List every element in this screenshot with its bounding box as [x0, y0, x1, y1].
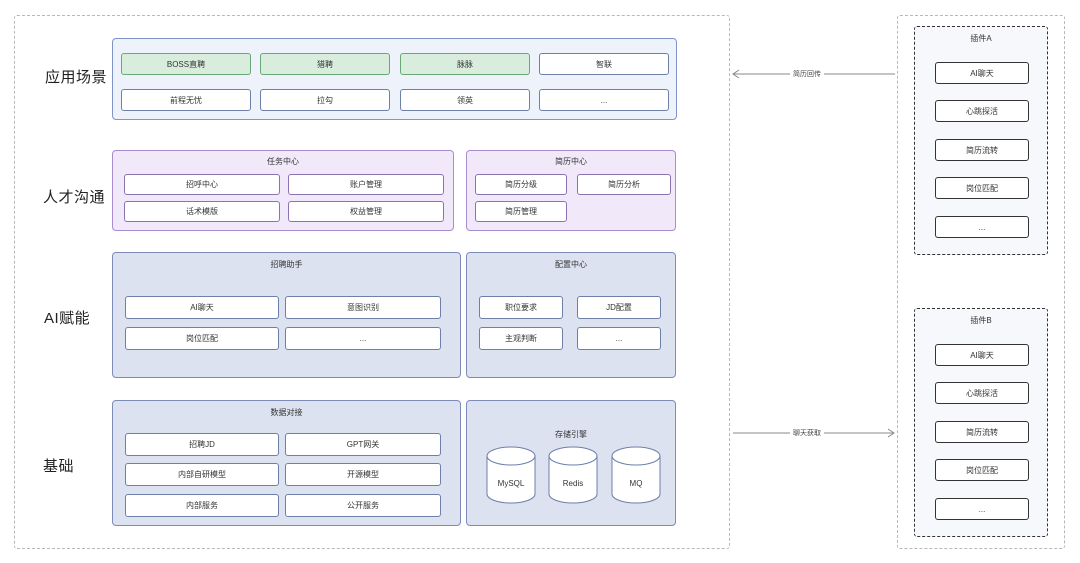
storage-label-redis: Redis [563, 479, 583, 488]
scene-item[interactable]: 领英 [400, 89, 530, 111]
plugin-a-item[interactable]: AI聊天 [935, 62, 1029, 84]
row-label-scene: 应用场景 [45, 69, 108, 86]
resume-center-panel: 简历中心 简历分级 简历分析 简历管理 [466, 150, 676, 231]
architecture-container [14, 15, 730, 549]
storage-title: 存储引擎 [555, 430, 587, 439]
storage-label-mq: MQ [630, 479, 643, 488]
plugin-a-item[interactable]: 心跳探活 [935, 100, 1029, 122]
data-dock-panel: 数据对接 招聘JD GPT网关 内部自研模型 开源模型 内部服务 公开服务 [112, 400, 461, 526]
data-dock-title: 数据对接 [270, 408, 303, 417]
config-center-panel: 配置中心 职位要求 JD配置 主观判断 ... [466, 252, 676, 378]
data-dock-item[interactable]: 招聘JD [125, 433, 279, 456]
plugin-a-title: 插件A [970, 34, 992, 43]
resume-center-item[interactable]: 简历管理 [475, 201, 567, 222]
arrow-label-resume-back: 简历回传 [790, 69, 824, 79]
resume-center-item[interactable]: 简历分析 [577, 174, 671, 195]
data-dock-item[interactable]: GPT网关 [285, 433, 441, 456]
recruit-assistant-item[interactable]: 岗位匹配 [125, 327, 279, 350]
plugin-b-panel: 插件B AI聊天 心跳探活 简历流转 岗位匹配 ... [914, 308, 1048, 537]
plugin-a-item[interactable]: ... [935, 216, 1029, 238]
row-label-ai: AI赋能 [44, 310, 91, 327]
plugin-a-item[interactable]: 岗位匹配 [935, 177, 1029, 199]
row-label-base: 基础 [43, 458, 75, 475]
row-label-talent: 人才沟通 [43, 189, 106, 206]
task-center-item[interactable]: 账户管理 [288, 174, 444, 195]
scene-item[interactable]: ... [539, 89, 669, 111]
task-center-panel: 任务中心 招呼中心 账户管理 话术模版 权益管理 [112, 150, 454, 231]
storage-cylinders: MySQL Redis MQ [486, 446, 661, 504]
plugin-b-title: 插件B [970, 316, 992, 325]
config-center-item[interactable]: 职位要求 [479, 296, 563, 319]
config-center-item[interactable]: 主观判断 [479, 327, 563, 350]
scene-item[interactable]: 拉勾 [260, 89, 390, 111]
plugin-container [897, 15, 1065, 549]
data-dock-item[interactable]: 内部自研模型 [125, 463, 279, 486]
resume-center-title: 简历中心 [555, 157, 587, 166]
config-center-item[interactable]: JD配置 [577, 296, 661, 319]
scene-panel: BOSS直聘 猎聘 脉脉 智联 前程无忧 拉勾 领英 ... [112, 38, 677, 120]
recruit-assistant-item[interactable]: ... [285, 327, 441, 350]
data-dock-item[interactable]: 公开服务 [285, 494, 441, 517]
plugin-a-panel: 插件A AI聊天 心跳探活 简历流转 岗位匹配 ... [914, 26, 1048, 255]
plugin-b-item[interactable]: 心跳探活 [935, 382, 1029, 404]
config-center-item[interactable]: ... [577, 327, 661, 350]
database-cylinder-mysql: MySQL [486, 446, 536, 504]
plugin-a-item[interactable]: 简历流转 [935, 139, 1029, 161]
scene-item[interactable]: BOSS直聘 [121, 53, 251, 75]
plugin-b-item[interactable]: ... [935, 498, 1029, 520]
task-center-item[interactable]: 权益管理 [288, 201, 444, 222]
plugin-b-item[interactable]: AI聊天 [935, 344, 1029, 366]
database-cylinder-mq: MQ [611, 446, 661, 504]
recruit-assistant-item[interactable]: 意图识别 [285, 296, 441, 319]
storage-panel: 存储引擎 MySQL Redis MQ [466, 400, 676, 526]
storage-label-mysql: MySQL [498, 479, 525, 488]
recruit-assistant-panel: 招聘助手 AI聊天 意图识别 岗位匹配 ... [112, 252, 461, 378]
task-center-item[interactable]: 招呼中心 [124, 174, 280, 195]
recruit-assistant-title: 招聘助手 [270, 260, 303, 269]
task-center-title: 任务中心 [267, 157, 299, 166]
database-cylinder-redis: Redis [548, 446, 598, 504]
resume-center-item[interactable]: 简历分级 [475, 174, 567, 195]
data-dock-item[interactable]: 开源模型 [285, 463, 441, 486]
config-center-title: 配置中心 [555, 260, 587, 269]
plugin-b-item[interactable]: 岗位匹配 [935, 459, 1029, 481]
task-center-item[interactable]: 话术模版 [124, 201, 280, 222]
scene-item[interactable]: 猎聘 [260, 53, 390, 75]
plugin-b-item[interactable]: 简历流转 [935, 421, 1029, 443]
scene-item[interactable]: 脉脉 [400, 53, 530, 75]
data-dock-item[interactable]: 内部服务 [125, 494, 279, 517]
scene-item[interactable]: 前程无忧 [121, 89, 251, 111]
arrow-label-chat-fetch: 聊天获取 [790, 428, 824, 438]
recruit-assistant-item[interactable]: AI聊天 [125, 296, 279, 319]
scene-item[interactable]: 智联 [539, 53, 669, 75]
